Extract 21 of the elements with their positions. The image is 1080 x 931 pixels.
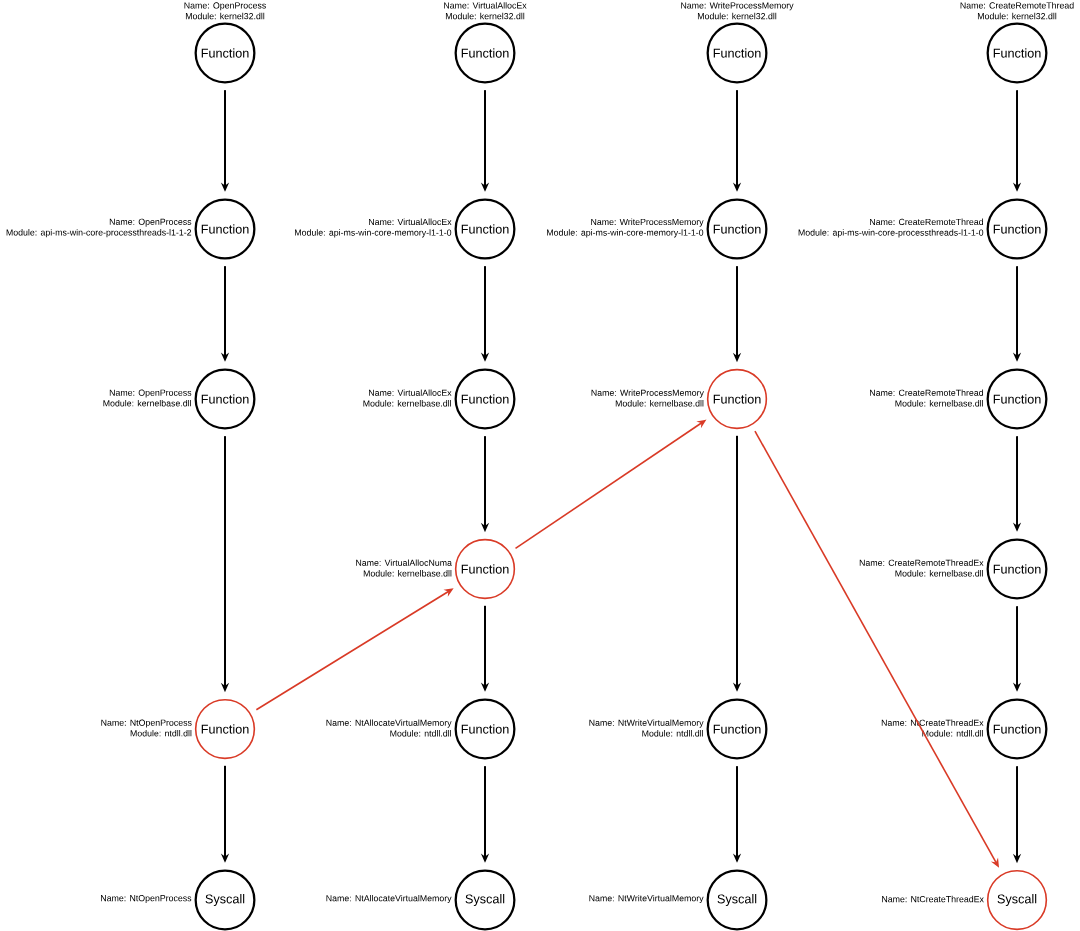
name-label: Name: NtWriteVirtualMemory [588,894,705,904]
name-label: Name: NtCreateThreadEx [880,895,985,903]
name-label: Name: WriteProcessMemory Module: kernel32.dll [681,2,794,20]
name-label: Name: OpenProcess Module: kernel32.dll [184,2,266,20]
name-label: Name: NtWriteVirtualMemory Module: ntdll.dll [588,718,705,738]
name-label: Name: VirtualAllocEx Module: kernelbase.dll [362,388,453,408]
name-label: Name: VirtualAllocEx Module: api-ms-win-core-memory-l1-1-0 [293,217,453,239]
name-label: Name: WriteProcessMemory Module: api-ms-win-core-memory-l1-1-0 [545,217,705,239]
name-label: Name: NtOpenProcess [99,894,193,904]
name-label: Name: CreateRemoteThread Module: api-ms-win-core-processthreads-l1-1-0 [797,217,985,239]
name-label: Name: VirtualAllocEx Module: kernel32.dll [444,2,527,20]
name-label: Name: NtOpenProcess Module: ntdll.dll [99,718,193,738]
name-label: Name: NtAllocateVirtualMemory Module: ntdll.dll [325,718,453,738]
name-label: Name: NtAllocateVirtualMemory [325,894,453,904]
name-label: Name: CreateRemoteThreadEx Module: kernelbase.dll [858,558,985,578]
name-label: Name: OpenProcess Module: kernelbase.dll [102,388,193,408]
name-label: Name: WriteProcessMemory Module: kernelbase.dll [590,388,705,408]
name-label: Name: VirtualAllocNuma Module: kernelbase.dll [354,558,453,578]
name-label: Name: OpenProcess Module: api-ms-win-core-processthreads-l1-1-2 [5,218,193,238]
name-label: Name: CreateRemoteThread Module: kernelbase.dll [868,388,985,408]
name-label: Name: CreateRemoteThread Module: kernel32.dll [960,2,1074,20]
